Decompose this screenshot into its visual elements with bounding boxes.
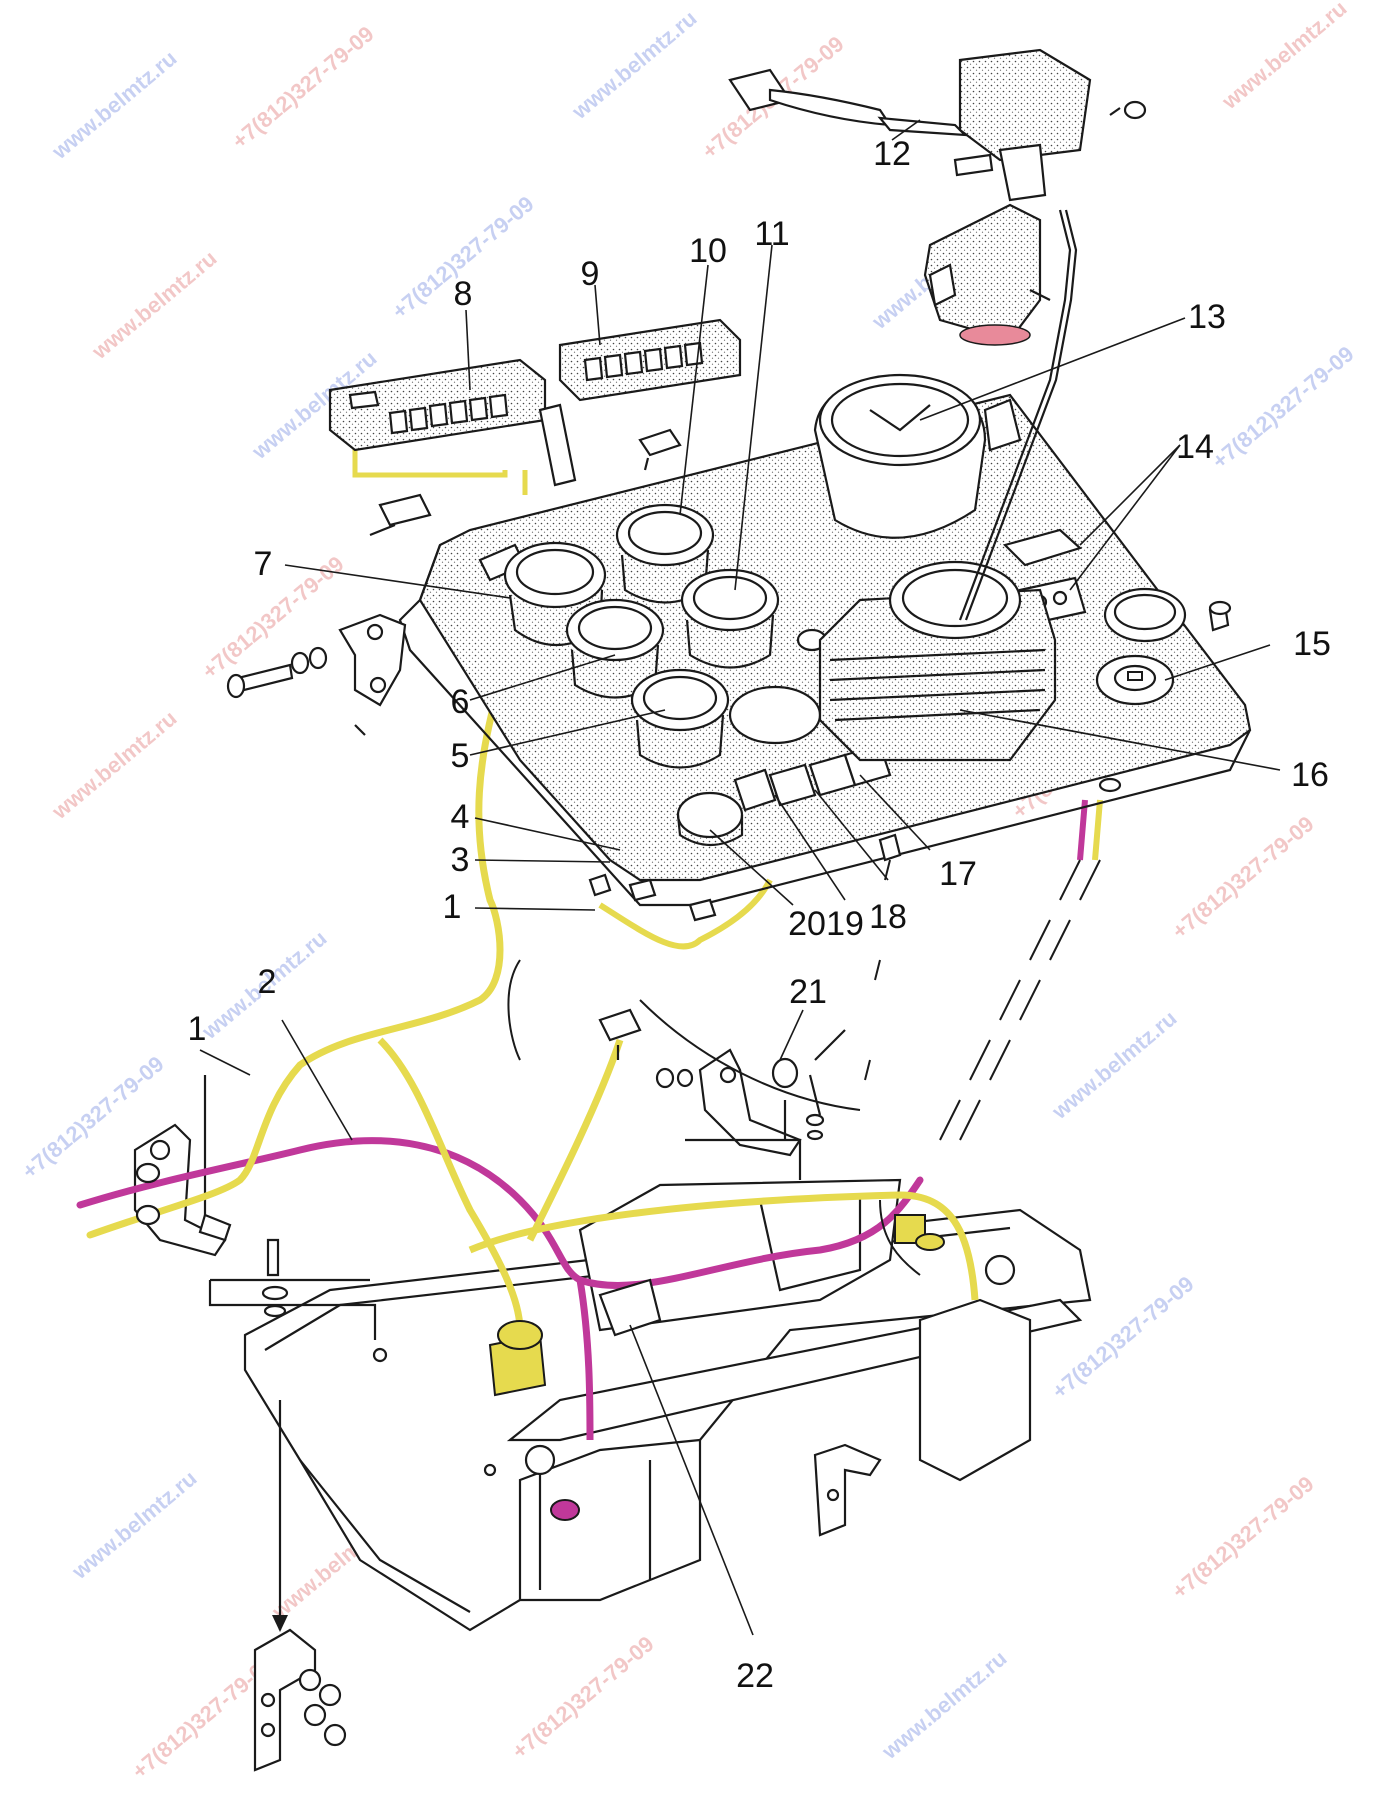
left-grommets <box>135 1162 232 1242</box>
watermark-phone: +7(812)327-79-09 <box>1207 341 1358 474</box>
gauge-7 <box>503 541 607 647</box>
callout-22: 22 <box>736 1657 774 1695</box>
watermark-site: www.belmtz.ru <box>46 45 181 164</box>
watermark-site: www.belmtz.ru <box>566 5 701 124</box>
panel-lower-fittings <box>588 777 1122 1060</box>
callout-3: 3 <box>451 841 470 879</box>
callout-8: 8 <box>454 275 473 313</box>
callout-4: 4 <box>451 798 470 836</box>
callout-9: 9 <box>581 255 600 293</box>
watermark-phone: +7(812)327-79-09 <box>1167 1471 1318 1604</box>
callout-16: 16 <box>1291 756 1329 794</box>
rocker-switches <box>733 743 892 812</box>
gauge-11 <box>680 568 780 669</box>
callout-14: 14 <box>1176 428 1214 466</box>
lever-rod <box>958 209 1078 621</box>
callout-5: 5 <box>451 737 470 775</box>
cover-block <box>923 203 1051 346</box>
callout-6: 6 <box>451 683 470 721</box>
wiring-harness <box>76 392 1103 1441</box>
callout-10: 10 <box>689 232 727 270</box>
callout-labels: 1 2 3 4 5 6 7 8 9 10 11 12 13 14 15 16 1… <box>188 135 1331 1695</box>
screw-right <box>1208 600 1232 632</box>
callout-1-lower: 1 <box>188 1010 207 1048</box>
gauge-5 <box>630 668 730 769</box>
right-small-bracket <box>813 1443 882 1537</box>
watermark-site: www.belmtz.ru <box>1046 1005 1181 1124</box>
callout-12: 12 <box>873 135 911 173</box>
gauge-10 <box>615 503 715 604</box>
watermark-site: www.belmtz.ru <box>66 1465 201 1584</box>
callout-17: 17 <box>939 855 977 893</box>
callout-21: 21 <box>789 973 827 1011</box>
leader-lines <box>199 119 1281 1636</box>
switch-block-8 <box>328 358 547 452</box>
callout-15: 15 <box>1293 625 1331 663</box>
switch-block-mounts <box>369 403 682 537</box>
gauge-6 <box>565 598 665 699</box>
callout-18: 18 <box>869 898 907 936</box>
callout-1-upper: 1 <box>443 888 462 926</box>
socket-ring <box>1103 587 1187 643</box>
watermark-site: www.belmtz.ru <box>46 705 181 824</box>
callout-19: 19 <box>826 905 864 943</box>
callout-20: 20 <box>788 905 826 943</box>
watermark-phone: +7(812)327-79-09 <box>507 1631 658 1764</box>
round-switch-20 <box>676 791 744 846</box>
watermark-site: www.belmtz.ru <box>876 1645 1011 1764</box>
callout-13: 13 <box>1188 298 1226 336</box>
watermark-phone: +7(812)327-79-09 <box>227 21 378 154</box>
callout-11: 11 <box>754 215 789 253</box>
combination-switch-12 <box>728 48 1147 202</box>
watermark-phone: +7(812)327-79-09 <box>1167 811 1318 944</box>
switch-block-9 <box>558 318 742 402</box>
watermark-site: www.belmtz.ru <box>86 245 221 364</box>
hidden-lines <box>864 859 1101 1141</box>
left-panel-bracket <box>226 613 407 736</box>
switch-15 <box>1095 654 1175 706</box>
callout-2: 2 <box>258 963 277 1001</box>
harness-connectors <box>488 1214 945 1521</box>
watermark-site: www.belmtz.ru <box>1216 0 1351 114</box>
callout-7: 7 <box>254 545 273 583</box>
bracket-21 <box>655 1029 846 1180</box>
bottom-left-bracket <box>253 1400 347 1772</box>
gauge-13-tachometer <box>813 373 1022 539</box>
